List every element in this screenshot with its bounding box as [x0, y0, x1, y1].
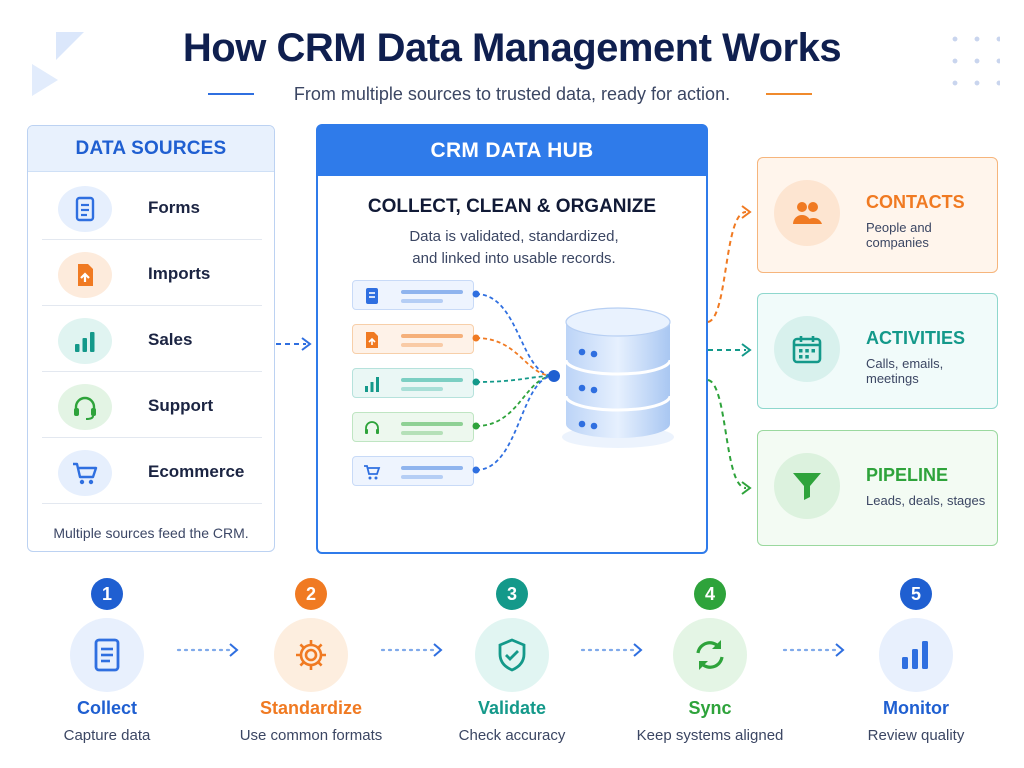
record-chip-ecommerce — [352, 456, 474, 486]
data-sources-heading: DATA SOURCES — [28, 126, 274, 172]
source-row-sales: Sales — [42, 306, 262, 372]
data-sources-footer: Multiple sources feed the CRM. — [53, 525, 249, 541]
step-validate: 3 Validate Check accuracy — [422, 578, 602, 744]
output-description: Leads, deals, stages — [866, 493, 986, 508]
subtitle-rule-left — [208, 93, 254, 95]
hub-description-line: and linked into usable records. — [412, 250, 616, 267]
document-icon — [366, 288, 378, 304]
output-card-pipeline: PIPELINE Leads, deals, stages — [757, 430, 998, 546]
headset-icon — [58, 384, 112, 430]
step-arrow — [176, 643, 239, 657]
data-sources-panel: DATA SOURCES Forms Imports Sales Support… — [27, 125, 275, 552]
record-chip-imports — [352, 324, 474, 354]
output-description: Calls, emails, meetings — [866, 356, 944, 386]
output-title: ACTIVITIES — [866, 328, 966, 348]
output-title: PIPELINE — [866, 465, 949, 485]
step-arrow — [380, 643, 443, 657]
page-subtitle: From multiple sources to trusted data, r… — [293, 84, 731, 104]
step-collect: 1 Collect Capture data — [17, 578, 197, 744]
step-standardize: 2 Standardize Use common formats — [221, 578, 401, 744]
step-number: 4 — [694, 578, 726, 610]
step-arrow — [782, 643, 845, 657]
source-label: Forms — [148, 198, 200, 217]
step-title: Collect — [76, 698, 137, 718]
bar-chart-icon — [879, 618, 953, 692]
step-title: Standardize — [259, 698, 363, 718]
decorative-dot-grid — [944, 28, 1000, 100]
hub-heading: CRM DATA HUB — [318, 126, 706, 176]
step-description: Capture data — [63, 727, 151, 744]
source-row-imports: Imports — [42, 240, 262, 306]
headset-icon — [365, 421, 379, 434]
step-number: 5 — [900, 578, 932, 610]
output-card-activities: ACTIVITIES Calls, emails, meetings — [757, 293, 998, 409]
step-number: 2 — [295, 578, 327, 610]
document-icon — [70, 618, 144, 692]
source-row-support: Support — [42, 372, 262, 438]
crm-data-hub-panel: CRM DATA HUB COLLECT, CLEAN & ORGANIZE D… — [316, 124, 708, 554]
record-chip-forms — [352, 280, 474, 310]
file-upload-icon — [58, 252, 112, 298]
step-title: Sync — [688, 698, 732, 718]
source-label: Imports — [148, 264, 211, 283]
step-number: 1 — [91, 578, 123, 610]
step-description: Review quality — [867, 727, 965, 744]
decorative-triangles — [32, 32, 84, 96]
hub-subheading: COLLECT, CLEAN & ORGANIZE — [367, 196, 657, 217]
step-description: Check accuracy — [458, 727, 566, 744]
hub-description-line: Data is validated, standardized, — [409, 228, 619, 245]
calendar-icon — [774, 316, 840, 382]
step-number: 3 — [496, 578, 528, 610]
hub-description: Data is validated, standardized, and lin… — [378, 226, 650, 270]
subtitle-rule-right — [766, 93, 812, 95]
step-description: Use common formats — [239, 727, 383, 744]
shopping-cart-icon — [364, 465, 381, 480]
funnel-icon — [774, 453, 840, 519]
shield-check-icon — [475, 618, 549, 692]
file-upload-icon — [366, 332, 378, 348]
source-row-ecommerce: Ecommerce — [42, 438, 262, 504]
bar-chart-icon — [365, 377, 379, 392]
source-row-forms: Forms — [42, 174, 262, 240]
source-label: Ecommerce — [148, 462, 245, 481]
document-icon — [58, 186, 112, 232]
people-icon — [774, 180, 840, 246]
source-label: Support — [148, 396, 214, 415]
output-title: CONTACTS — [866, 192, 965, 212]
record-chip-support — [352, 412, 474, 442]
shopping-cart-icon — [58, 450, 112, 496]
step-title: Monitor — [883, 698, 949, 718]
step-monitor: 5 Monitor Review quality — [826, 578, 1006, 744]
sync-icon — [673, 618, 747, 692]
step-title: Validate — [477, 698, 547, 718]
step-arrow — [580, 643, 643, 657]
gear-icon — [274, 618, 348, 692]
page-title: How CRM Data Management Works — [182, 26, 842, 70]
step-description: Keep systems aligned — [636, 727, 784, 744]
output-description: People and companies — [866, 220, 932, 250]
output-card-contacts: CONTACTS People and companies — [757, 157, 998, 273]
record-chip-sales — [352, 368, 474, 398]
bar-chart-icon — [58, 318, 112, 364]
source-label: Sales — [148, 330, 193, 349]
step-sync: 4 Sync Keep systems aligned — [620, 578, 800, 744]
